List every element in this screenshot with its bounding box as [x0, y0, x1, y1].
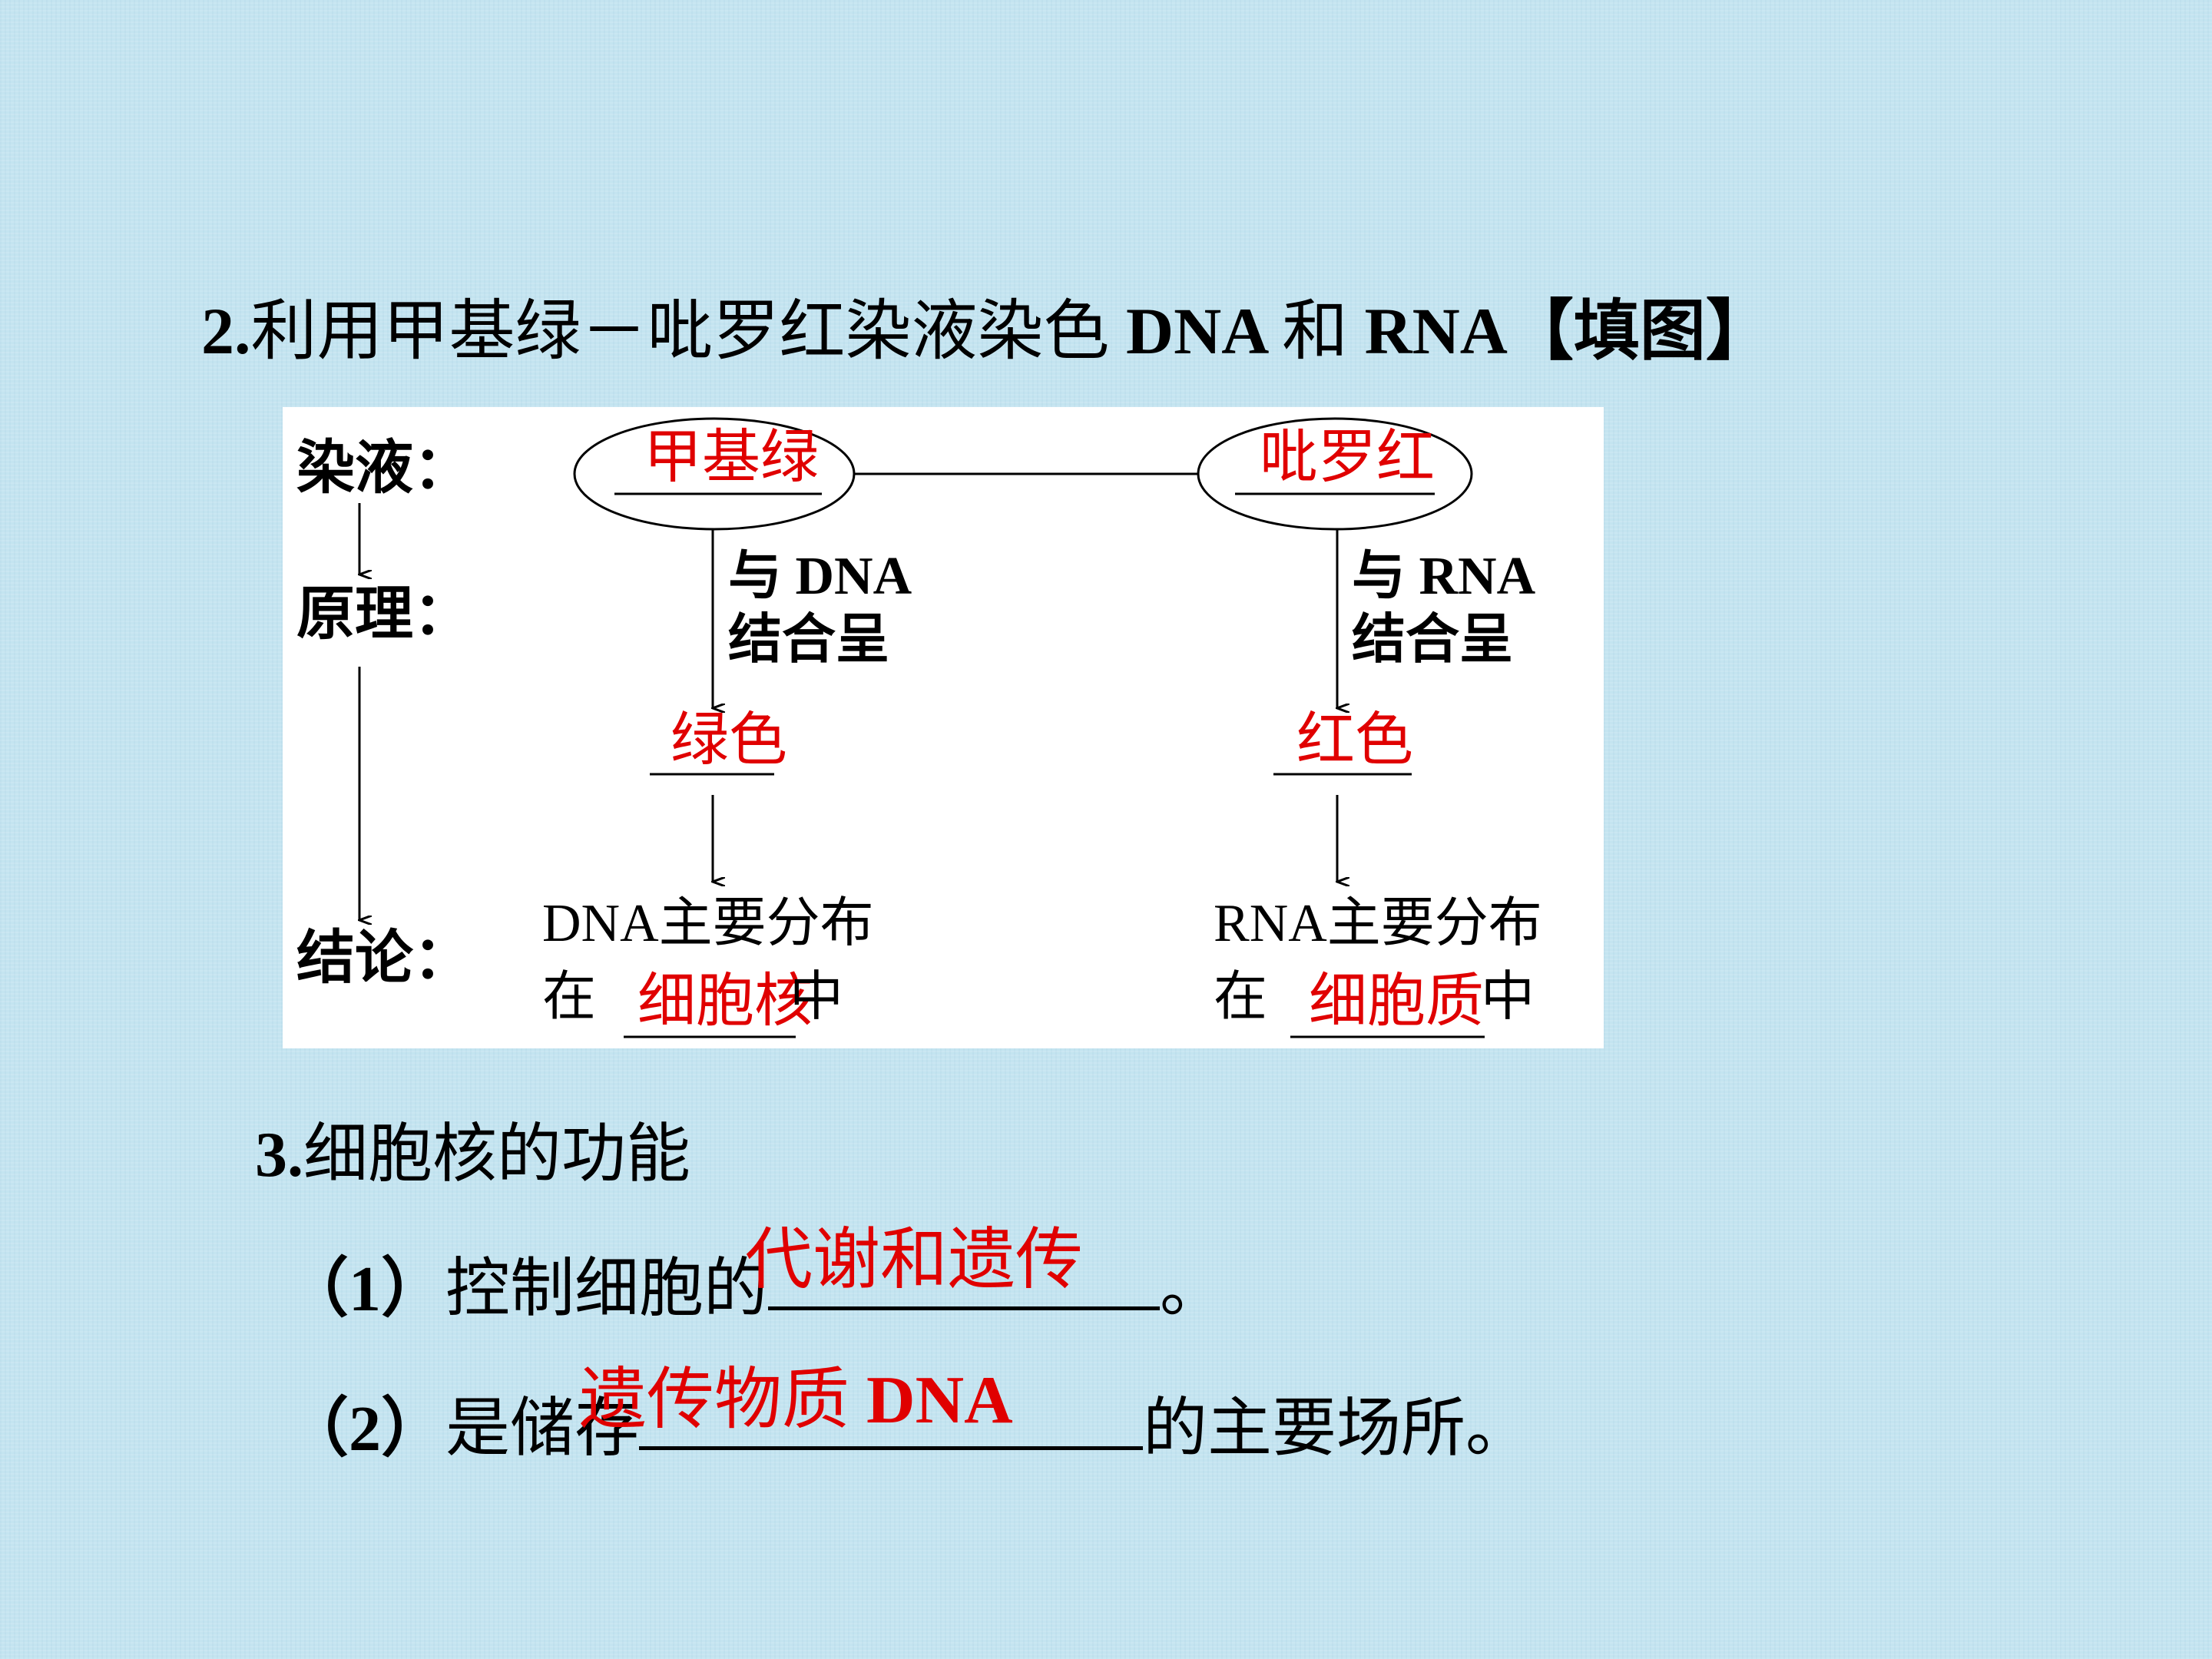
staining-diagram: 染液： 原理： 结论： 甲基绿 与 DNA 结合呈 绿色 DNA主要分布 在 细…: [283, 407, 1604, 1048]
conclusion-left-suffix: 中: [790, 968, 843, 1027]
heading: 2.利用甲基绿－吡罗红染液染色 DNA 和 RNA【填图】: [201, 276, 1772, 373]
heading-text: 利用甲基绿－吡罗红染液染色: [250, 294, 1110, 368]
item2-answer: 遗传物质 DNA: [579, 1363, 1013, 1438]
conclusion-right-line1: RNA主要分布: [1214, 894, 1542, 953]
conclusion-right-suffix: 中: [1481, 968, 1535, 1027]
section3-item2: （2）是储存 的主要场所。: [284, 1376, 1530, 1469]
answer-stain-right: 吡罗红: [1260, 426, 1435, 490]
item1-answer: 代谢和遗传: [745, 1224, 1084, 1298]
principle-right: 与 RNA 结合呈: [1352, 547, 1536, 670]
label-principle: 原理：: [296, 582, 472, 647]
heading-number: 2.: [201, 294, 251, 368]
heading-rna: RNA: [1364, 294, 1508, 368]
principle-left: 与 DNA 结合呈: [728, 547, 912, 670]
item1-prefix: 控制细胞的: [445, 1253, 769, 1325]
item2-index: （2）: [284, 1393, 446, 1465]
item1-blank: [768, 1253, 1161, 1310]
diagram-lines: [283, 417, 1485, 1038]
label-stain: 染液：: [296, 436, 472, 501]
section3-item1: （1）控制细胞的 。: [284, 1237, 1224, 1330]
answer-color-left: 绿色: [671, 708, 787, 773]
answer-stain-left: 甲基绿: [644, 426, 819, 490]
section3-title: 3.细胞核的功能: [255, 1119, 691, 1190]
answer-color-right: 红色: [1296, 708, 1413, 773]
item1-index: （1）: [284, 1253, 446, 1325]
item1-suffix: 。: [1160, 1253, 1225, 1325]
heading-dna: DNA: [1126, 294, 1266, 368]
item2-blank: [639, 1392, 1144, 1450]
conclusion-left-line1: DNA主要分布: [542, 894, 874, 953]
item2-prefix: 是储存: [445, 1393, 640, 1465]
item2-suffix: 的主要场所。: [1143, 1393, 1531, 1465]
answer-location-left: 细胞核: [637, 969, 813, 1034]
conclusion-right-prefix: 在: [1214, 968, 1267, 1027]
label-conclusion: 结论：: [296, 926, 472, 991]
heading-suffix: 【填图】: [1507, 294, 1772, 368]
heading-and: 和: [1282, 294, 1349, 368]
conclusion-left-prefix: 在: [542, 968, 596, 1027]
answer-location-right: 细胞质: [1309, 969, 1484, 1034]
